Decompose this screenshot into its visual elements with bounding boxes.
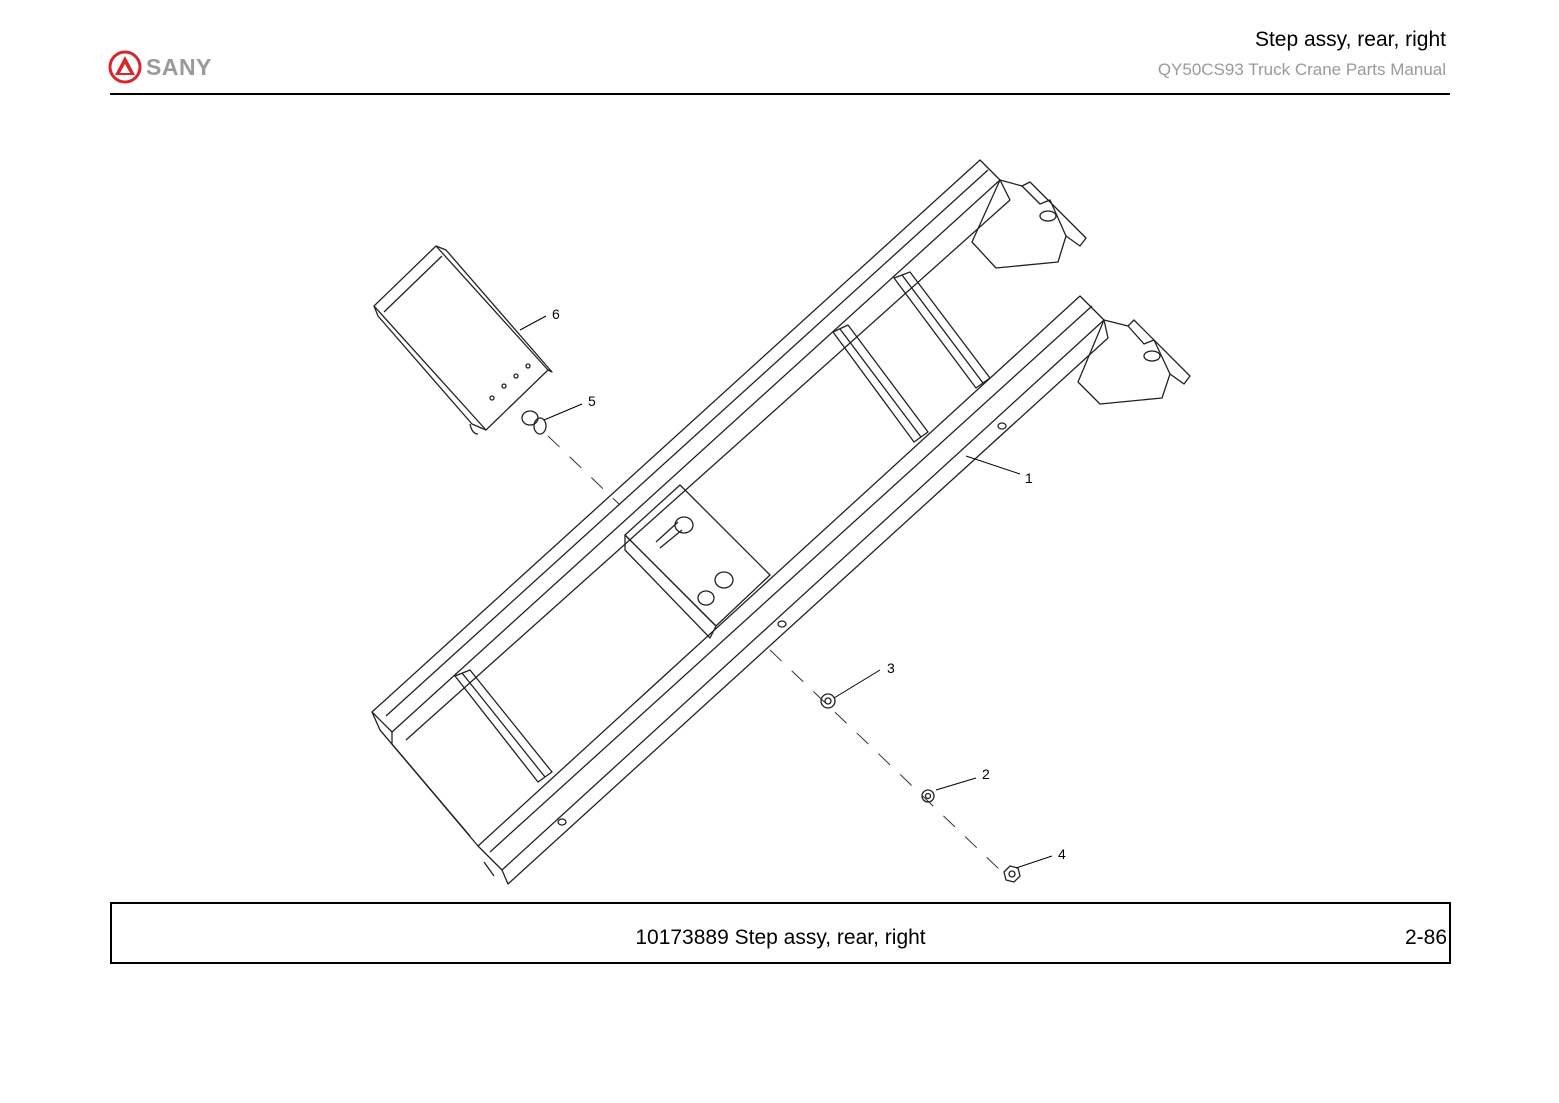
sany-logo: SANY: [108, 50, 212, 84]
cross-member-3: [832, 324, 929, 443]
installed-pins: [655, 516, 734, 606]
brand-name: SANY: [146, 53, 212, 80]
callout-1: 1: [1025, 470, 1033, 486]
upper-mounting-bracket: [971, 179, 1087, 269]
pin-part-5: [521, 410, 547, 435]
figure-caption: 10173889 Step assy, rear, right: [635, 926, 926, 949]
cross-member-1: [454, 669, 553, 783]
upper-rail: [371, 159, 1011, 744]
manual-subtitle: QY50CS93 Truck Crane Parts Manual: [1157, 60, 1446, 79]
callout-5: 5: [588, 393, 596, 409]
washer-part-3: [820, 693, 836, 709]
lower-mounting-bracket: [1077, 319, 1191, 405]
step-plate-part-6: [373, 245, 553, 435]
page-number: 2-86: [1404, 926, 1447, 949]
figure-caption-box: 10173889 Step assy, rear, right 2-86: [110, 902, 1451, 964]
sany-logo-icon: [108, 50, 142, 84]
lower-rail: [477, 295, 1109, 885]
callout-3: 3: [887, 660, 895, 676]
nut-part-4: [1003, 865, 1021, 883]
leader-lines: [519, 315, 1053, 869]
page-title: Step assy, rear, right: [1254, 28, 1446, 51]
assembly-lines: [547, 435, 1001, 871]
callout-2: 2: [982, 766, 990, 782]
callout-6: 6: [552, 306, 560, 322]
rail-left-inner: [391, 743, 471, 837]
washer-part-2: [921, 789, 935, 803]
cross-member-2: [624, 484, 771, 639]
cross-member-4: [893, 271, 991, 389]
header-divider: [110, 93, 1450, 95]
callout-4: 4: [1058, 846, 1066, 862]
